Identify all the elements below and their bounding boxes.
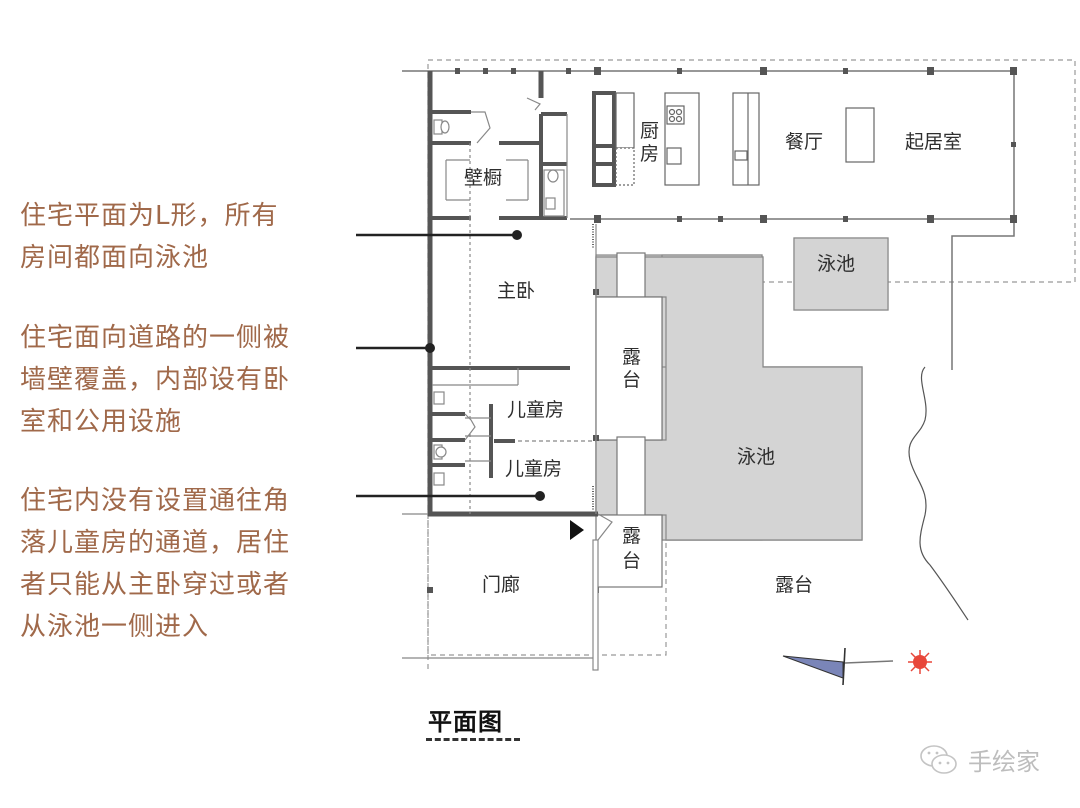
label-kitchen-2: 房 bbox=[640, 143, 659, 165]
thin-lines bbox=[402, 97, 613, 671]
main-pool-outline bbox=[595, 256, 863, 541]
label-porch: 门廊 bbox=[482, 574, 520, 596]
label-terrace-outer: 露台 bbox=[775, 574, 813, 596]
small-pool bbox=[793, 237, 889, 311]
bath-fixtures bbox=[433, 119, 565, 486]
kitchen-fixtures bbox=[592, 91, 875, 187]
sun-icon bbox=[908, 650, 932, 674]
annotation-road-wall: 住宅面向道路的一侧被 墙壁覆盖，内部设有卧 室和公用设施 bbox=[20, 323, 291, 437]
leader-lines bbox=[356, 233, 540, 498]
wechat-icon bbox=[920, 744, 957, 774]
label-kids-room-1: 儿童房 bbox=[507, 399, 564, 421]
coastline bbox=[908, 366, 969, 621]
upper-wing bbox=[402, 70, 1015, 370]
label-small-pool: 泳池 bbox=[817, 253, 855, 275]
label-terrace-upper-1: 露 bbox=[622, 346, 641, 368]
label-kids-room-2: 儿童房 bbox=[505, 458, 562, 480]
plan-title: 平面图 bbox=[428, 708, 503, 736]
watermark-text: 手绘家 bbox=[968, 748, 1040, 776]
label-dining: 餐厅 bbox=[785, 131, 823, 153]
label-terrace-lower-1: 露 bbox=[622, 525, 641, 547]
annotation-l-shape: 住宅平面为L形，所有 房间都面向泳池 bbox=[20, 201, 279, 273]
label-living: 起居室 bbox=[905, 131, 962, 153]
label-closet: 壁橱 bbox=[464, 167, 502, 189]
closet-outline bbox=[445, 159, 529, 201]
watermark: 手绘家 bbox=[918, 742, 1040, 777]
label-master-bedroom: 主卧 bbox=[497, 280, 535, 302]
label-main-pool: 泳池 bbox=[737, 446, 775, 468]
label-terrace-upper-2: 台 bbox=[622, 369, 641, 391]
exterior-walls bbox=[427, 71, 598, 517]
leader-dots bbox=[425, 230, 545, 501]
north-arrow-icon bbox=[782, 647, 894, 686]
entrance-arrow-icon bbox=[570, 520, 584, 540]
title-underline bbox=[426, 738, 520, 744]
annotation-no-corridor: 住宅内没有设置通往角 落儿童房的通道，居住 者只能从主卧穿过或者 从泳池一侧进入 bbox=[20, 486, 291, 642]
label-terrace-lower-2: 台 bbox=[622, 550, 641, 572]
interior-walls bbox=[432, 110, 570, 478]
label-kitchen-1: 厨 bbox=[640, 120, 659, 142]
terrace-blocks bbox=[595, 252, 663, 588]
